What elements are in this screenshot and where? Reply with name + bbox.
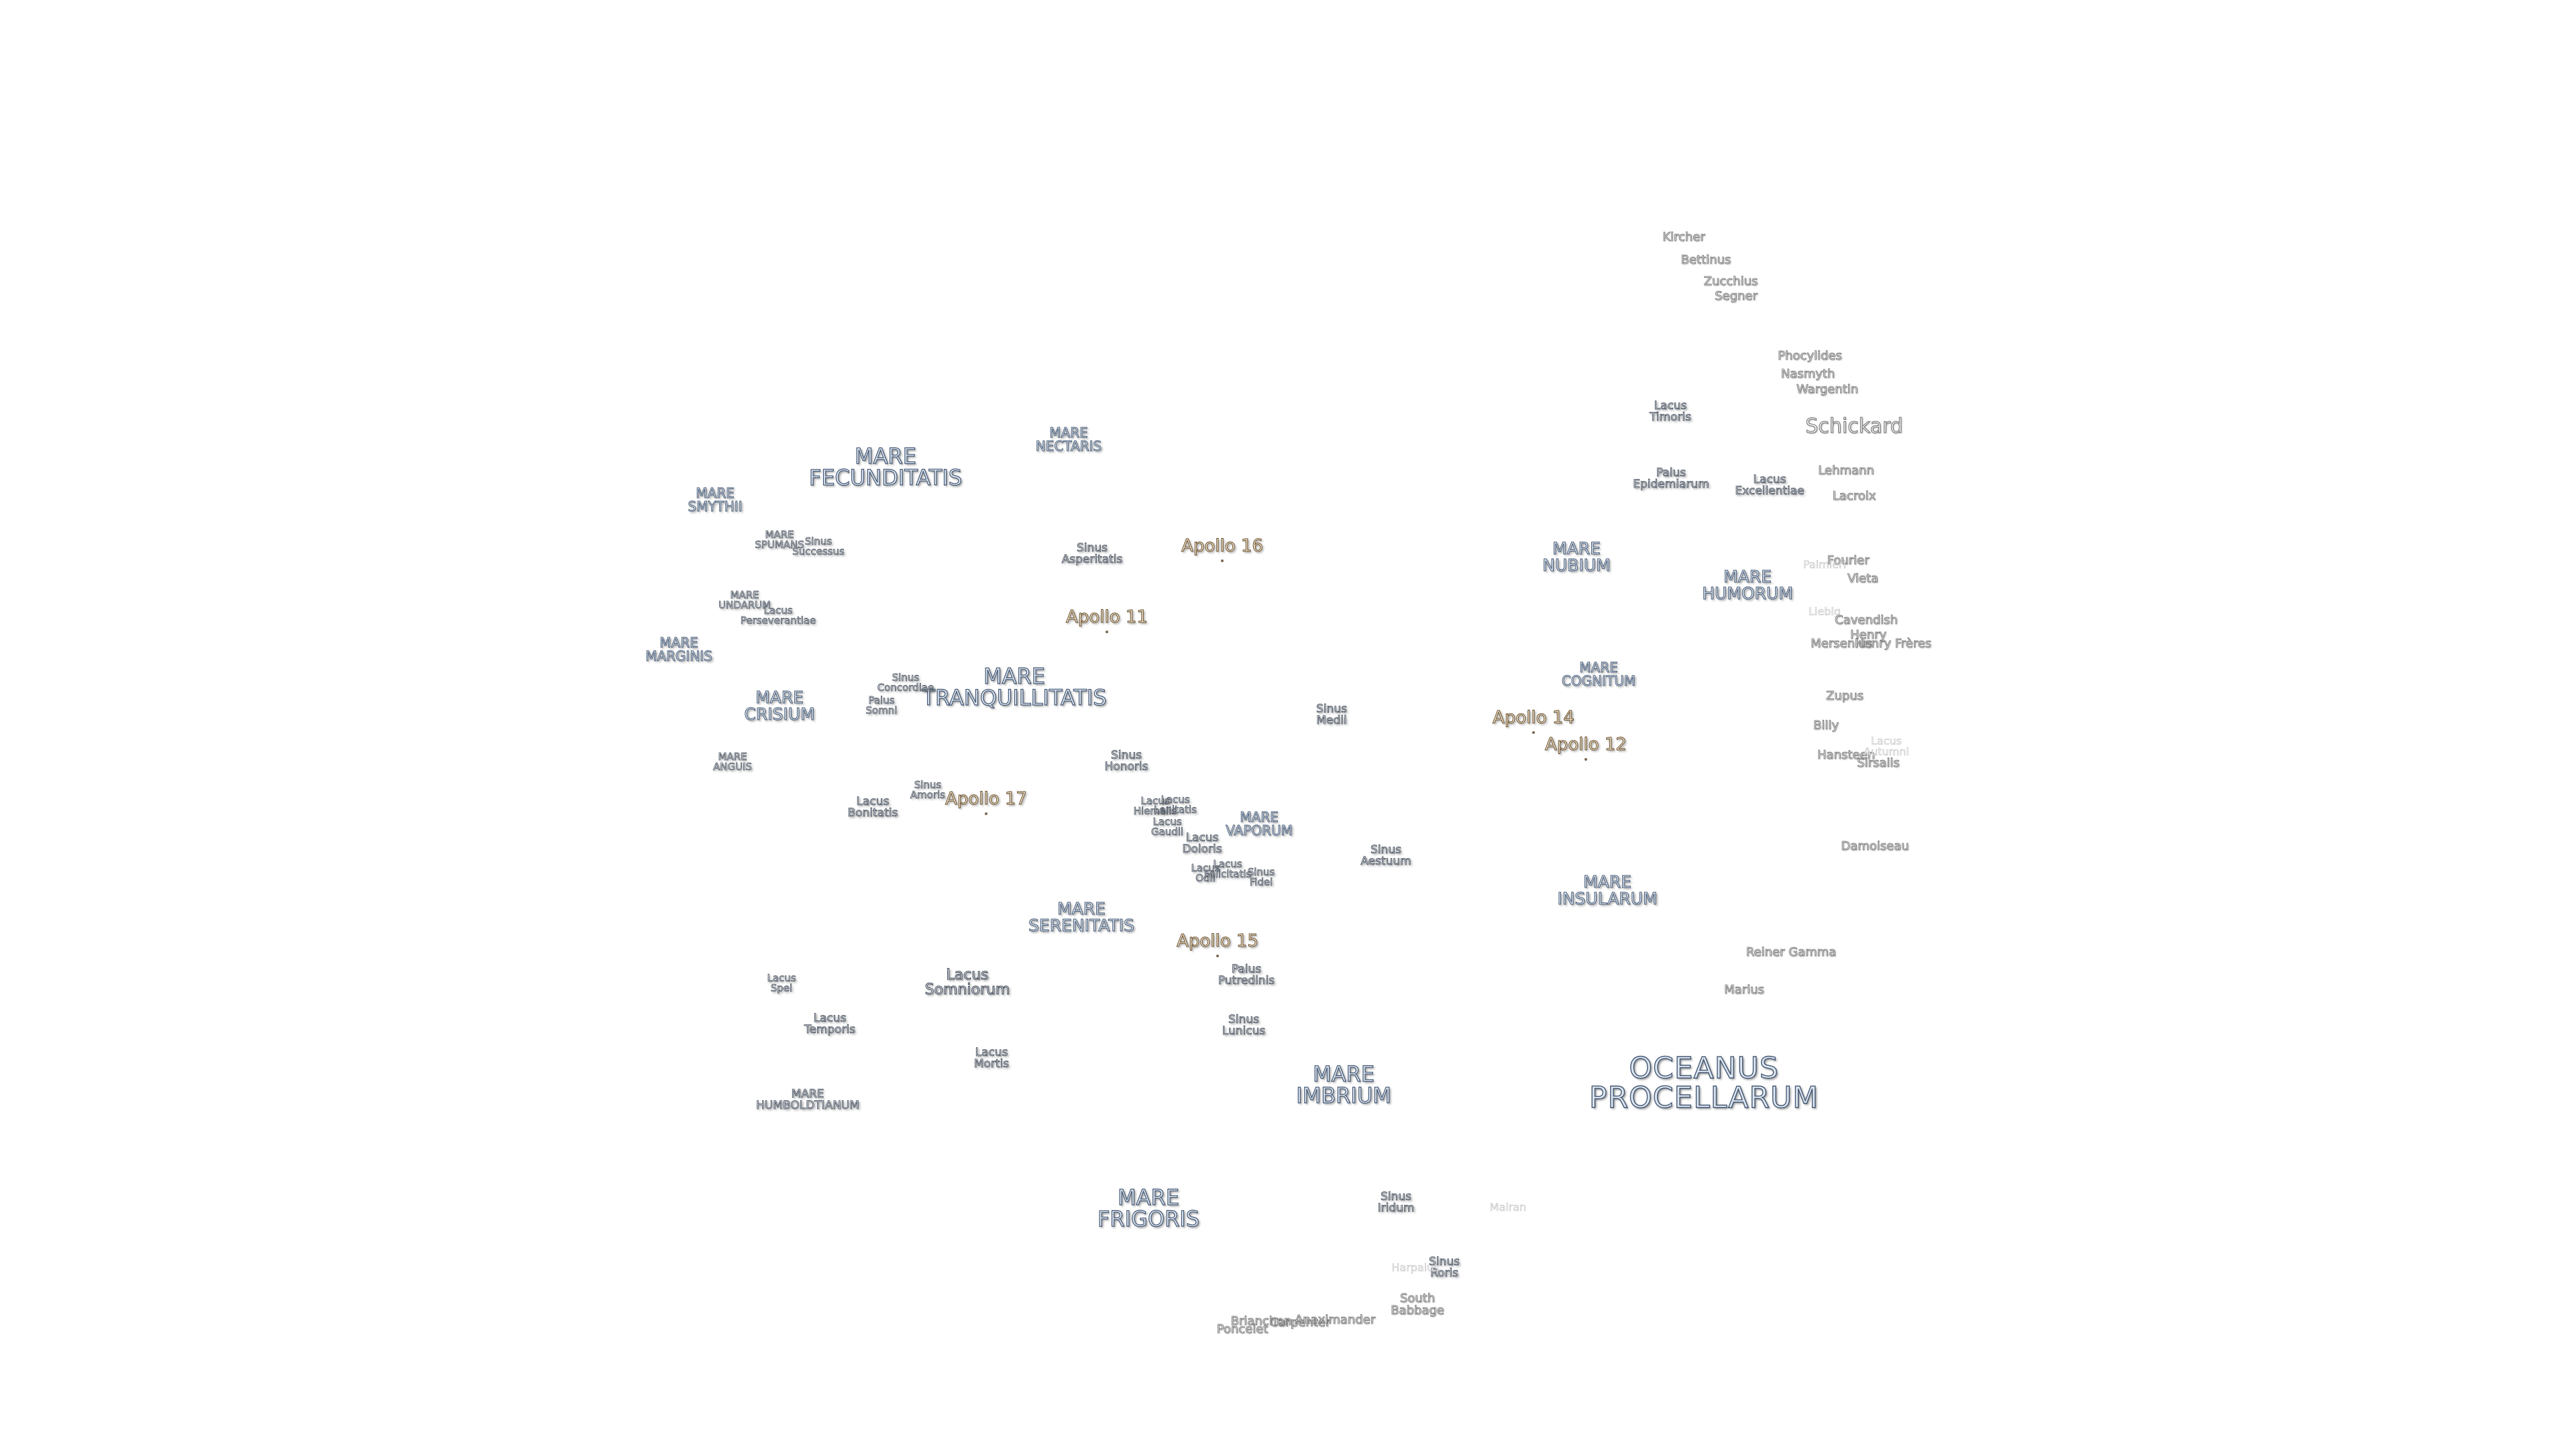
label-brianchon: Brianchon	[1230, 1314, 1292, 1328]
label-vieta: Vieta	[1847, 572, 1879, 586]
label-hansteen: Hansteen	[1817, 748, 1876, 762]
landing-site-marker	[1585, 758, 1587, 761]
label-palus-putredinis: Palus Putredinis	[1218, 963, 1275, 987]
label-reiner-gamma: Reiner Gamma	[1746, 945, 1837, 959]
label-anaximander: Anaximander	[1294, 1313, 1376, 1327]
label-sinus-successus: Sinus Successus	[792, 535, 845, 557]
label-marius: Marius	[1724, 983, 1765, 997]
label-apollo-12: Apollo 12	[1545, 735, 1627, 755]
label-mare-spumans: MARE SPUMANS	[755, 529, 804, 551]
label-mare-humorum: MARE HUMORUM	[1702, 567, 1794, 603]
label-henry: Henry	[1849, 628, 1887, 642]
label-lehmann: Lehmann	[1818, 464, 1874, 478]
label-fourier: Fourier	[1827, 553, 1870, 568]
label-south-babbage: South Babbage	[1391, 1291, 1445, 1318]
label-palus-epidemiarum: Palus Epidemiarum	[1633, 466, 1709, 491]
label-lacus-hiemalis: Lacus Hiemalis	[1133, 795, 1177, 817]
label-mare-insularum: MARE INSULARUM	[1557, 872, 1658, 908]
landing-site-marker	[1216, 955, 1219, 957]
label-lacus-perseverantiae: Lacus Perseverantiae	[740, 604, 816, 627]
label-cavendish: Cavendish	[1835, 613, 1898, 627]
label-lacus-autumni: Lacus Autumni	[1864, 735, 1909, 758]
label-palus-somni: Palus Somni	[865, 694, 898, 716]
landing-site-marker	[1532, 731, 1535, 734]
label-mare-nectaris: MARE NECTARIS	[1035, 425, 1102, 454]
label-apollo-11: Apollo 11	[1066, 607, 1148, 627]
label-lacus-felicitatis: Lacus Felicitatis	[1203, 858, 1252, 880]
label-mare-anguis: MARE ANGUIS	[712, 751, 753, 773]
label-mersenius: Mersenius	[1811, 637, 1872, 651]
label-mare-crisium: MARE CRISIUM	[744, 688, 815, 724]
label-lacus-somniorum: Lacus Somniorum	[924, 967, 1010, 998]
label-lacus-spei: Lacus Spei	[767, 972, 796, 994]
label-mare-undarum: MARE UNDARUM	[718, 589, 771, 611]
label-harpalus: Harpalus	[1391, 1261, 1440, 1274]
label-mare-nubium: MARE NUBIUM	[1542, 539, 1611, 575]
label-mare-serenitatis: MARE SERENITATIS	[1028, 899, 1135, 935]
label-damoiseau: Damoiseau	[1841, 839, 1909, 853]
label-wargentin: Wargentin	[1796, 382, 1859, 396]
label-sinus-concordiae: Sinus Concordiae	[877, 672, 934, 694]
label-sinus-asperitatis: Sinus Asperitatis	[1061, 541, 1123, 566]
label-mare-smythii: MARE SMYTHII	[688, 485, 743, 515]
landing-site-marker	[1106, 631, 1108, 633]
label-sinus-lunicus: Sinus Lunicus	[1222, 1013, 1266, 1038]
label-billy: Billy	[1813, 718, 1839, 733]
label-poncelet: Poncelet	[1216, 1322, 1269, 1336]
label-lacus-excellentiae: Lacus Excellentiae	[1735, 473, 1805, 498]
label-sinus-iridum: Sinus Iridum	[1377, 1190, 1415, 1215]
label-bettinus: Bettinus	[1680, 253, 1731, 267]
label-oceanus-procellarum: OCEANUS PROCELLARUM	[1589, 1051, 1819, 1115]
landing-site-marker	[1221, 559, 1224, 562]
label-lacus-odii: Lacus Odii	[1191, 862, 1220, 884]
label-lacus-timoris: Lacus Timoris	[1649, 399, 1692, 424]
label-mare-imbrium: MARE IMBRIUM	[1296, 1061, 1392, 1108]
label-zupus: Zupus	[1826, 689, 1864, 703]
label-sinus-aestuum: Sinus Aestuum	[1360, 843, 1411, 868]
label-lacroix: Lacroix	[1832, 489, 1876, 503]
label-lacus-mortis: Lacus Mortis	[973, 1046, 1010, 1071]
label-mare-humboldtianum: MARE HUMBOLDTIANUM	[755, 1087, 860, 1112]
label-sinus-fidei: Sinus Fidei	[1247, 866, 1275, 888]
label-mare-frigoris: MARE FRIGORIS	[1097, 1185, 1200, 1232]
label-sirsalis: Sirsalis	[1857, 756, 1900, 770]
label-mare-tranquillitatis: MARE TRANQUILLITATIS	[922, 663, 1107, 710]
label-lacus-gaudii: Lacus Gaudii	[1150, 816, 1184, 838]
label-sinus-amoris: Sinus Amoris	[910, 779, 946, 801]
label-apollo-14: Apollo 14	[1493, 708, 1575, 728]
label-phocylides: Phocylides	[1778, 349, 1843, 363]
label-zucchius: Zucchius	[1703, 274, 1758, 288]
label-palmieri: Palmieri	[1803, 558, 1847, 571]
label-lacus-lenitatis: Lacus Lenitatis	[1154, 794, 1197, 816]
label-kircher: Kircher	[1662, 230, 1705, 244]
label-mare-vaporum: MARE VAPORUM	[1226, 809, 1293, 839]
label-segner: Segner	[1715, 289, 1758, 303]
landing-site-marker	[985, 812, 987, 815]
label-sinus-honoris: Sinus Honoris	[1104, 749, 1148, 773]
label-apollo-15: Apollo 15	[1177, 931, 1259, 951]
label-nasmyth: Nasmyth	[1780, 367, 1835, 381]
label-sinus-medii: Sinus Medii	[1316, 702, 1348, 727]
label-liebig: Liebig	[1809, 605, 1841, 618]
label-apollo-17: Apollo 17	[945, 789, 1028, 809]
label-mare-marginis: MARE MARGINIS	[645, 635, 713, 664]
label-mairan: Mairan	[1489, 1201, 1527, 1214]
label-carpenter: Carpenter	[1269, 1316, 1331, 1330]
label-schickard: Schickard	[1805, 415, 1903, 438]
label-mare-fecunditatis: MARE FECUNDITATIS	[808, 443, 963, 490]
label-sinus-roris: Sinus Roris	[1429, 1255, 1460, 1280]
label-apollo-16: Apollo 16	[1181, 536, 1264, 556]
label-henry-freres: Henry Frères	[1854, 637, 1932, 651]
label-mare-cognitum: MARE COGNITUM	[1561, 659, 1636, 689]
label-lacus-doloris: Lacus Doloris	[1182, 831, 1222, 856]
label-lacus-temporis: Lacus Temporis	[804, 1012, 856, 1036]
label-lacus-bonitatis: Lacus Bonitatis	[847, 795, 898, 820]
